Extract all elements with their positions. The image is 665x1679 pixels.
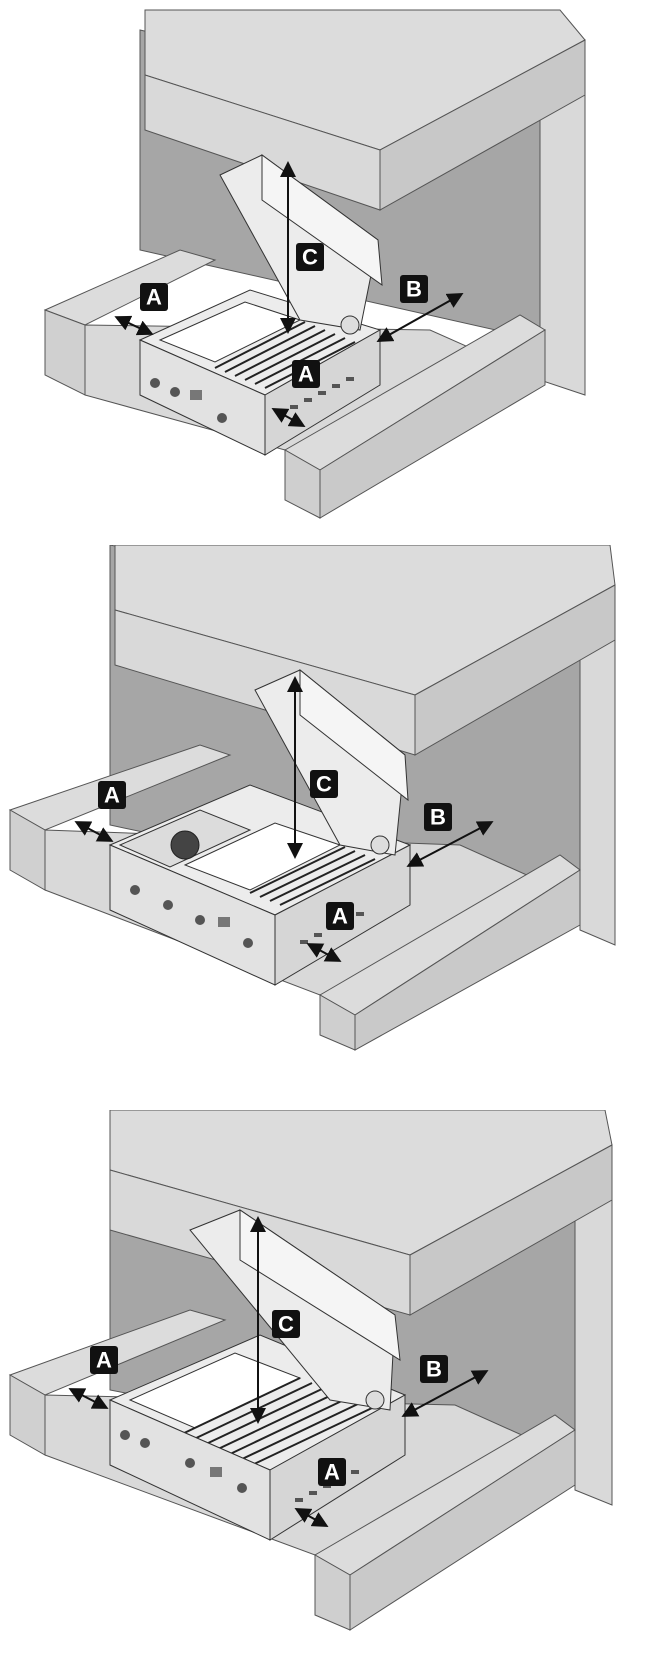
overhang-side <box>414 584 616 756</box>
knob-icon <box>130 885 140 895</box>
label-a-right: A <box>318 1458 346 1486</box>
installation-diagram-single-grill: A C B A <box>0 0 665 540</box>
clearance-arrow-a-left <box>68 1388 109 1409</box>
clearance-arrow-b <box>401 1370 489 1417</box>
label-a-right-text: A <box>298 362 314 387</box>
label-a-left: A <box>90 1346 118 1374</box>
clearance-arrow-a-left <box>114 315 154 336</box>
thermometer-icon <box>365 1390 385 1410</box>
clearance-arrow-a-right <box>294 1508 329 1527</box>
clearance-arrow-b <box>406 821 494 867</box>
installation-diagram-grill-with-side-burner: A C B A <box>0 545 665 1085</box>
counter-right-side <box>349 1429 576 1631</box>
thermometer-icon <box>340 315 360 335</box>
counter-left-face <box>44 309 86 396</box>
knob-icon <box>185 1458 195 1468</box>
diagram-3-svg: A C B A <box>8 1110 613 1631</box>
knob-icon <box>217 413 227 423</box>
diagram-1-svg: A C B A <box>43 9 586 519</box>
diagram-2-svg: A C B A <box>8 545 616 1051</box>
knob-icon <box>150 378 160 388</box>
label-c: C <box>296 243 324 271</box>
overhang-side <box>409 1144 613 1316</box>
clearance-arrow-a-right <box>271 408 306 427</box>
label-c: C <box>272 1310 300 1338</box>
knob-icon <box>237 1483 247 1493</box>
clearance-arrow-b <box>376 293 464 342</box>
knob-icon <box>170 387 180 397</box>
knob-icon <box>140 1438 150 1448</box>
label-b: B <box>424 803 452 831</box>
side-burner-icon <box>170 830 200 860</box>
grill-hood-inner <box>239 1209 401 1361</box>
label-b-text: B <box>430 805 446 830</box>
counter-left-top <box>43 249 217 326</box>
clearance-arrow-a-left <box>74 821 114 842</box>
counter-right-side <box>354 869 581 1051</box>
counter-right-side <box>319 329 546 519</box>
right-pillar <box>539 69 586 396</box>
label-a-right-text: A <box>324 1460 340 1485</box>
knob-icon <box>195 915 205 925</box>
label-b-text: B <box>406 277 422 302</box>
label-a-left-text: A <box>104 783 120 808</box>
label-a-left: A <box>98 781 126 809</box>
clearance-arrow-a-right <box>306 943 342 962</box>
label-a-right: A <box>326 902 354 930</box>
label-b: B <box>400 275 428 303</box>
label-a-left-text: A <box>96 1348 112 1373</box>
label-b-text: B <box>426 1357 442 1382</box>
thermometer-icon <box>370 835 390 855</box>
label-c-text: C <box>278 1312 294 1337</box>
installation-diagram-large-grill: A C B A <box>0 1110 665 1650</box>
knob-icon <box>163 900 173 910</box>
knob-icon <box>243 938 253 948</box>
label-c: C <box>310 770 338 798</box>
overhang-side <box>379 39 586 211</box>
ignition-icon <box>190 390 202 400</box>
label-b: B <box>420 1355 448 1383</box>
label-a-right: A <box>292 360 320 388</box>
label-c-text: C <box>302 245 318 270</box>
ignition-icon <box>210 1467 222 1477</box>
ignition-icon <box>218 917 230 927</box>
knob-icon <box>120 1430 130 1440</box>
label-a-right-text: A <box>332 904 348 929</box>
label-a-left-text: A <box>146 285 162 310</box>
label-c-text: C <box>316 772 332 797</box>
label-a-left: A <box>140 283 168 311</box>
